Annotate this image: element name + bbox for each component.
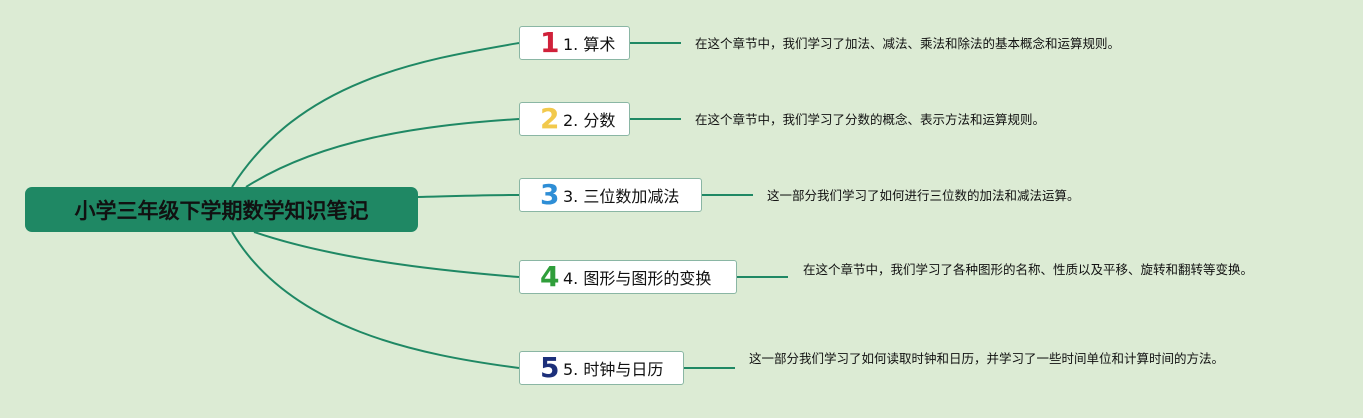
branch-topic-3[interactable]: 3 3. 三位数加减法 [519, 178, 702, 212]
branch-topic-1[interactable]: 1 1. 算术 [519, 26, 630, 60]
connector-root-branch-1 [231, 42, 520, 188]
branch-note-1: 在这个章节中，我们学习了加法、减法、乘法和除法的基本概念和运算规则。 [695, 36, 1121, 51]
branch-note-3: 这一部分我们学习了如何进行三位数的加法和减法运算。 [767, 188, 1080, 203]
number-three-icon: 3 [540, 178, 560, 211]
branch-topic-label: 1. 算术 [563, 35, 616, 54]
root-topic[interactable]: 小学三年级下学期数学知识笔记 [25, 187, 418, 232]
number-four-icon: 4 [540, 260, 560, 293]
branch-note-2: 在这个章节中，我们学习了分数的概念、表示方法和运算规则。 [695, 112, 1046, 127]
branch-topic-2[interactable]: 2 2. 分数 [519, 102, 630, 136]
connector-root-branch-5 [231, 231, 520, 369]
branch-topic-label: 2. 分数 [563, 111, 616, 130]
branch-topic-label: 4. 图形与图形的变换 [563, 269, 712, 288]
branch-topic-label: 3. 三位数加减法 [563, 187, 680, 206]
connector-root-branch-2 [245, 118, 520, 188]
branch-note-4: 在这个章节中，我们学习了各种图形的名称、性质以及平移、旋转和翻转等变换。 [803, 262, 1254, 277]
branch-note-5: 这一部分我们学习了如何读取时钟和日历，并学习了一些时间单位和计算时间的方法。 [749, 351, 1225, 366]
number-one-icon: 1 [540, 26, 560, 59]
number-two-icon: 2 [540, 102, 560, 135]
number-five-icon: 5 [540, 351, 560, 384]
branch-topic-4[interactable]: 4 4. 图形与图形的变换 [519, 260, 737, 294]
branch-topic-label: 5. 时钟与日历 [563, 360, 664, 379]
connector-root-branch-3 [417, 194, 520, 198]
connector-root-branch-4 [253, 231, 520, 278]
branch-topic-5[interactable]: 5 5. 时钟与日历 [519, 351, 684, 385]
root-topic-title: 小学三年级下学期数学知识笔记 [74, 198, 369, 223]
